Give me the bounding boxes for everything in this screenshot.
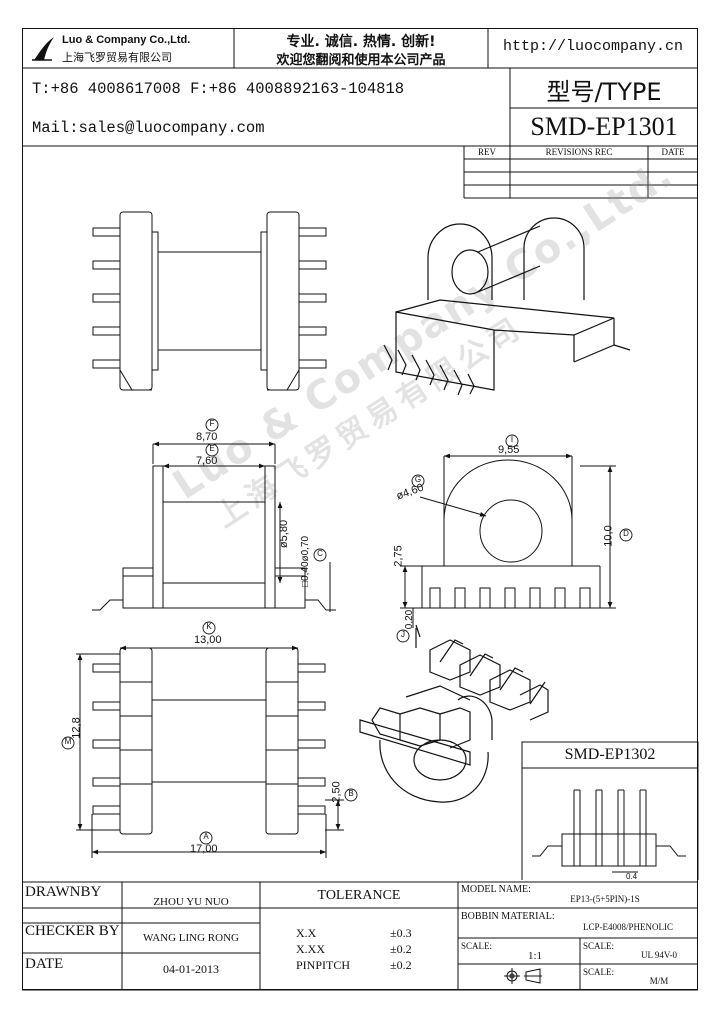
phone-fax-text: T:+86 4008617008 F:+86 4008892163-104818 [32, 80, 405, 98]
dim-d-label: D [623, 529, 629, 538]
isometric-view-top [383, 217, 631, 396]
bobbin-material-value: LCP-E4008/PHENOLIC [583, 922, 673, 932]
dim-j-value: 0,20 [404, 609, 416, 630]
technical-drawing [61, 211, 699, 880]
dim-e-value: 7,60 [196, 455, 218, 467]
dim-c-value: □0,40ø0,70 [300, 535, 311, 587]
scale2-label: SCALE: [583, 941, 615, 951]
checker-label: CHECKER BY [25, 923, 120, 939]
company-name-en: Luo & Company Co.,Ltd. [62, 34, 191, 46]
dim-i-value: 9,55 [498, 444, 520, 456]
scale2-value: UL 94V-0 [640, 950, 678, 960]
top-view [92, 211, 327, 391]
revisions-table-grid [463, 146, 698, 199]
tol-2-key: X.XX [296, 942, 325, 956]
type-label: 型号/TYPE [546, 78, 662, 106]
tolerance-label: TOLERANCE [317, 888, 401, 903]
inset-drawing [521, 741, 699, 880]
dim-c-label: C [317, 549, 323, 558]
dim-h-value: 2,75 [392, 545, 405, 567]
dim-j-label: J [401, 630, 405, 639]
dim-f-label: F [209, 419, 215, 428]
type-value: SMD-EP1301 [530, 112, 678, 141]
drawnby-label: DRAWNBY [25, 884, 102, 900]
dim-d-value: 10,0 [602, 525, 615, 547]
company-logo [30, 34, 58, 64]
bobbin-material-label: BOBBIN MATERIAL: [461, 911, 555, 922]
dim-a-label: A [203, 832, 209, 841]
inset-dim-value: 0.4 [626, 872, 638, 881]
scale-label: SCALE: [461, 941, 493, 951]
model-name-label: MODEL NAME: [461, 884, 531, 895]
isometric-view-bottom [359, 624, 549, 803]
dim-pin-value: ø5,80 [278, 519, 291, 549]
date-value: 04-01-2013 [163, 962, 219, 976]
dim-b-label: B [348, 789, 354, 798]
title-block-grid [22, 881, 698, 991]
tol-1-val: ±0.3 [390, 926, 412, 940]
tol-2-val: ±0.2 [390, 942, 412, 956]
slogan-line-2: 欢迎您翻阅和使用本公司产品 [276, 53, 446, 68]
website-link[interactable]: http://luocompany.cn [502, 38, 684, 55]
rev-col-header: REV [478, 147, 496, 157]
inset-title: SMD-EP1302 [564, 746, 656, 763]
date-label: DATE [25, 956, 64, 972]
revisions-rec-col-header: REVISIONS REC [545, 147, 613, 157]
dim-k-label: K [206, 622, 212, 631]
bottom-view [76, 645, 344, 858]
drawnby-value: ZHOU YU NUO [153, 896, 229, 908]
dim-e-label: E [209, 444, 215, 453]
company-name-cn: 上海飞罗贸易有限公司 [62, 51, 172, 64]
dim-i-label: I [510, 435, 514, 444]
dim-a-value: 17,00 [190, 843, 218, 855]
dim-m-label: M [64, 737, 72, 746]
email-link[interactable]: Mail:sales@luocompany.com [32, 119, 265, 137]
checker-value: WANG LING RONG [143, 932, 239, 944]
scale-value: 1:1 [527, 950, 543, 962]
scale3-label: SCALE: [583, 967, 615, 977]
logo-swoosh-icon [32, 37, 54, 61]
dim-k-value: 13,00 [194, 634, 222, 646]
tol-3-val: ±0.2 [390, 958, 412, 972]
date-col-header: DATE [661, 147, 685, 157]
dim-f-value: 8,70 [196, 431, 218, 443]
slogan-line-1: 专业. 诚信. 热情. 创新! [286, 34, 436, 50]
dim-b-value: 2,50 [330, 781, 343, 803]
side-view [400, 453, 616, 628]
tol-1-key: X.X [296, 926, 317, 940]
header-grid [22, 28, 698, 147]
projection-symbol-icon [504, 968, 542, 984]
dim-g-label: G [414, 475, 422, 484]
scale3-value: M/M [649, 976, 669, 986]
tol-3-key: PINPITCH [296, 958, 351, 972]
model-name-value: EP13-(5+5PIN)-1S [570, 894, 640, 904]
dim-m-value: 12,8 [70, 717, 83, 739]
